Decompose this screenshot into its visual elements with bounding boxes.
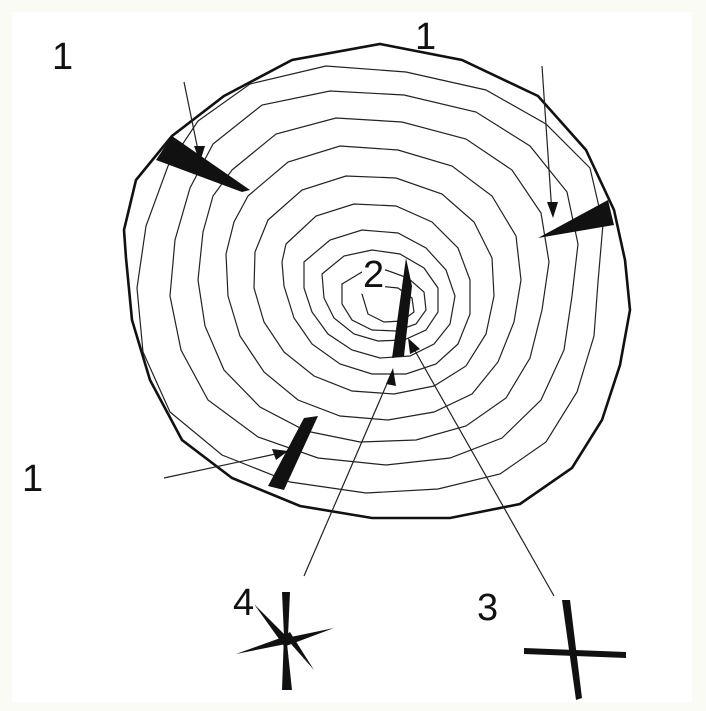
star-blade — [236, 636, 286, 654]
crack-label-top-right: 1 — [415, 18, 436, 56]
star-shake-label: 4 — [233, 584, 254, 622]
cross-shake-label: 3 — [477, 589, 498, 627]
arrow-cross — [410, 342, 554, 596]
arrowhead — [386, 368, 396, 386]
star-blade — [282, 592, 290, 636]
crack-label-top-left: 1 — [52, 38, 73, 76]
crack-label-bottom-left: 1 — [22, 460, 43, 498]
arrow-star — [304, 372, 392, 576]
arrowheads — [194, 146, 558, 460]
cross-shake-symbol — [524, 600, 626, 700]
crack-wedge-top-left — [156, 136, 250, 192]
center-crack-label: 2 — [362, 256, 385, 294]
arrow-top-right — [542, 66, 552, 214]
arrowhead — [547, 202, 558, 218]
